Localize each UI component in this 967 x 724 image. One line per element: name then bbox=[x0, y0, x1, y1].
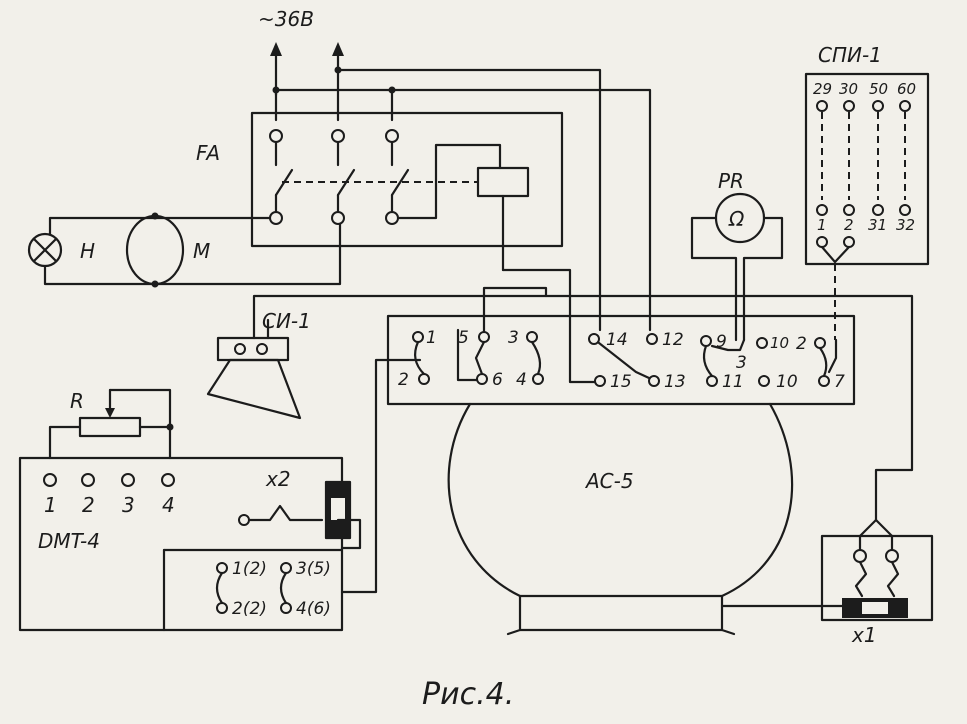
dmt-terminal-1: 1 bbox=[44, 493, 57, 517]
supply-wires bbox=[272, 66, 652, 332]
spi-top-50: 50 bbox=[869, 80, 888, 98]
dmt-terminal-2: 2 bbox=[82, 493, 95, 517]
supply-arrows bbox=[270, 42, 344, 122]
spi-top-30: 30 bbox=[839, 80, 858, 98]
resistor-r: R bbox=[48, 388, 174, 460]
ohm-symbol: Ω bbox=[728, 207, 745, 231]
motor-m: M bbox=[125, 214, 210, 286]
ac-term-6: 6 bbox=[492, 370, 503, 390]
ac-term-3: 3 bbox=[508, 328, 519, 348]
dmt-terminal-4: 4 bbox=[162, 493, 175, 517]
spi-top-60: 60 bbox=[897, 80, 916, 98]
motor-label: M bbox=[193, 239, 210, 263]
resistor-label: R bbox=[70, 389, 84, 413]
ac-term-2b: 2 bbox=[796, 334, 807, 354]
h-m-wires bbox=[43, 212, 342, 288]
dmt-label: DMT-4 bbox=[38, 529, 100, 553]
spi-bottom-2: 2 bbox=[844, 216, 854, 234]
ac-term-1: 1 bbox=[426, 328, 437, 348]
ac-term-10a: 10 bbox=[770, 334, 789, 352]
dmt-contact-2-2: 2(2) bbox=[232, 599, 267, 619]
supply-label: ~36В bbox=[258, 7, 314, 31]
ac-term-14: 14 bbox=[606, 330, 628, 350]
dmt-contact-4-6: 4(6) bbox=[296, 599, 331, 619]
x1-label: x1 bbox=[851, 623, 877, 647]
si-label: СИ-1 bbox=[262, 309, 311, 333]
ac-term-13: 13 bbox=[664, 372, 686, 392]
ac-term-7: 7 bbox=[834, 372, 845, 392]
spi-label: СПИ-1 bbox=[818, 43, 882, 67]
fa-breaker: FA bbox=[196, 111, 597, 384]
ac-term-3b: 3 bbox=[736, 353, 747, 373]
ac-term-12: 12 bbox=[662, 330, 684, 350]
ac-term-2: 2 bbox=[398, 370, 409, 390]
dmt-contact-3-5: 3(5) bbox=[296, 559, 331, 579]
dmt-4-block: 1 2 3 4 DMT-4 x2 1(2) 3(5) 2(2) 4(6) bbox=[18, 358, 422, 632]
lamp-label: H bbox=[80, 239, 95, 263]
ac-label: AC-5 bbox=[584, 469, 634, 493]
spi-top-29: 29 bbox=[813, 80, 832, 98]
figure-caption: Рис.4. bbox=[422, 677, 514, 712]
spi-1-block: СПИ-1 29 30 50 60 1 2 31 32 bbox=[804, 43, 930, 340]
x2-label: x2 bbox=[265, 467, 291, 491]
ac-5-terminal-block: 1 5 3 14 12 9 10 2 3 2 6 4 15 13 11 10 7 bbox=[386, 286, 856, 406]
ac-term-15: 15 bbox=[610, 372, 632, 392]
fa-label: FA bbox=[196, 141, 220, 165]
spi-bottom-32: 32 bbox=[896, 216, 915, 234]
lamp-h: H bbox=[27, 232, 95, 268]
ac-term-10b: 10 bbox=[776, 372, 798, 392]
ac-term-5: 5 bbox=[458, 328, 469, 348]
spi-bottom-1: 1 bbox=[817, 216, 827, 234]
dmt-contact-1-2: 1(2) bbox=[232, 559, 267, 579]
pr-ohmmeter: PR Ω bbox=[690, 169, 784, 342]
spi-bottom-31: 31 bbox=[868, 216, 887, 234]
x1-connector: x1 bbox=[720, 518, 934, 647]
pr-label: PR bbox=[718, 169, 744, 193]
ac-5-tank: AC-5 bbox=[447, 402, 794, 636]
dmt-terminal-3: 3 bbox=[122, 493, 135, 517]
ac-term-4: 4 bbox=[516, 370, 527, 390]
ac-term-11: 11 bbox=[722, 372, 744, 392]
ac-term-9: 9 bbox=[716, 332, 727, 352]
si-1-sensor: СИ-1 bbox=[206, 294, 914, 522]
